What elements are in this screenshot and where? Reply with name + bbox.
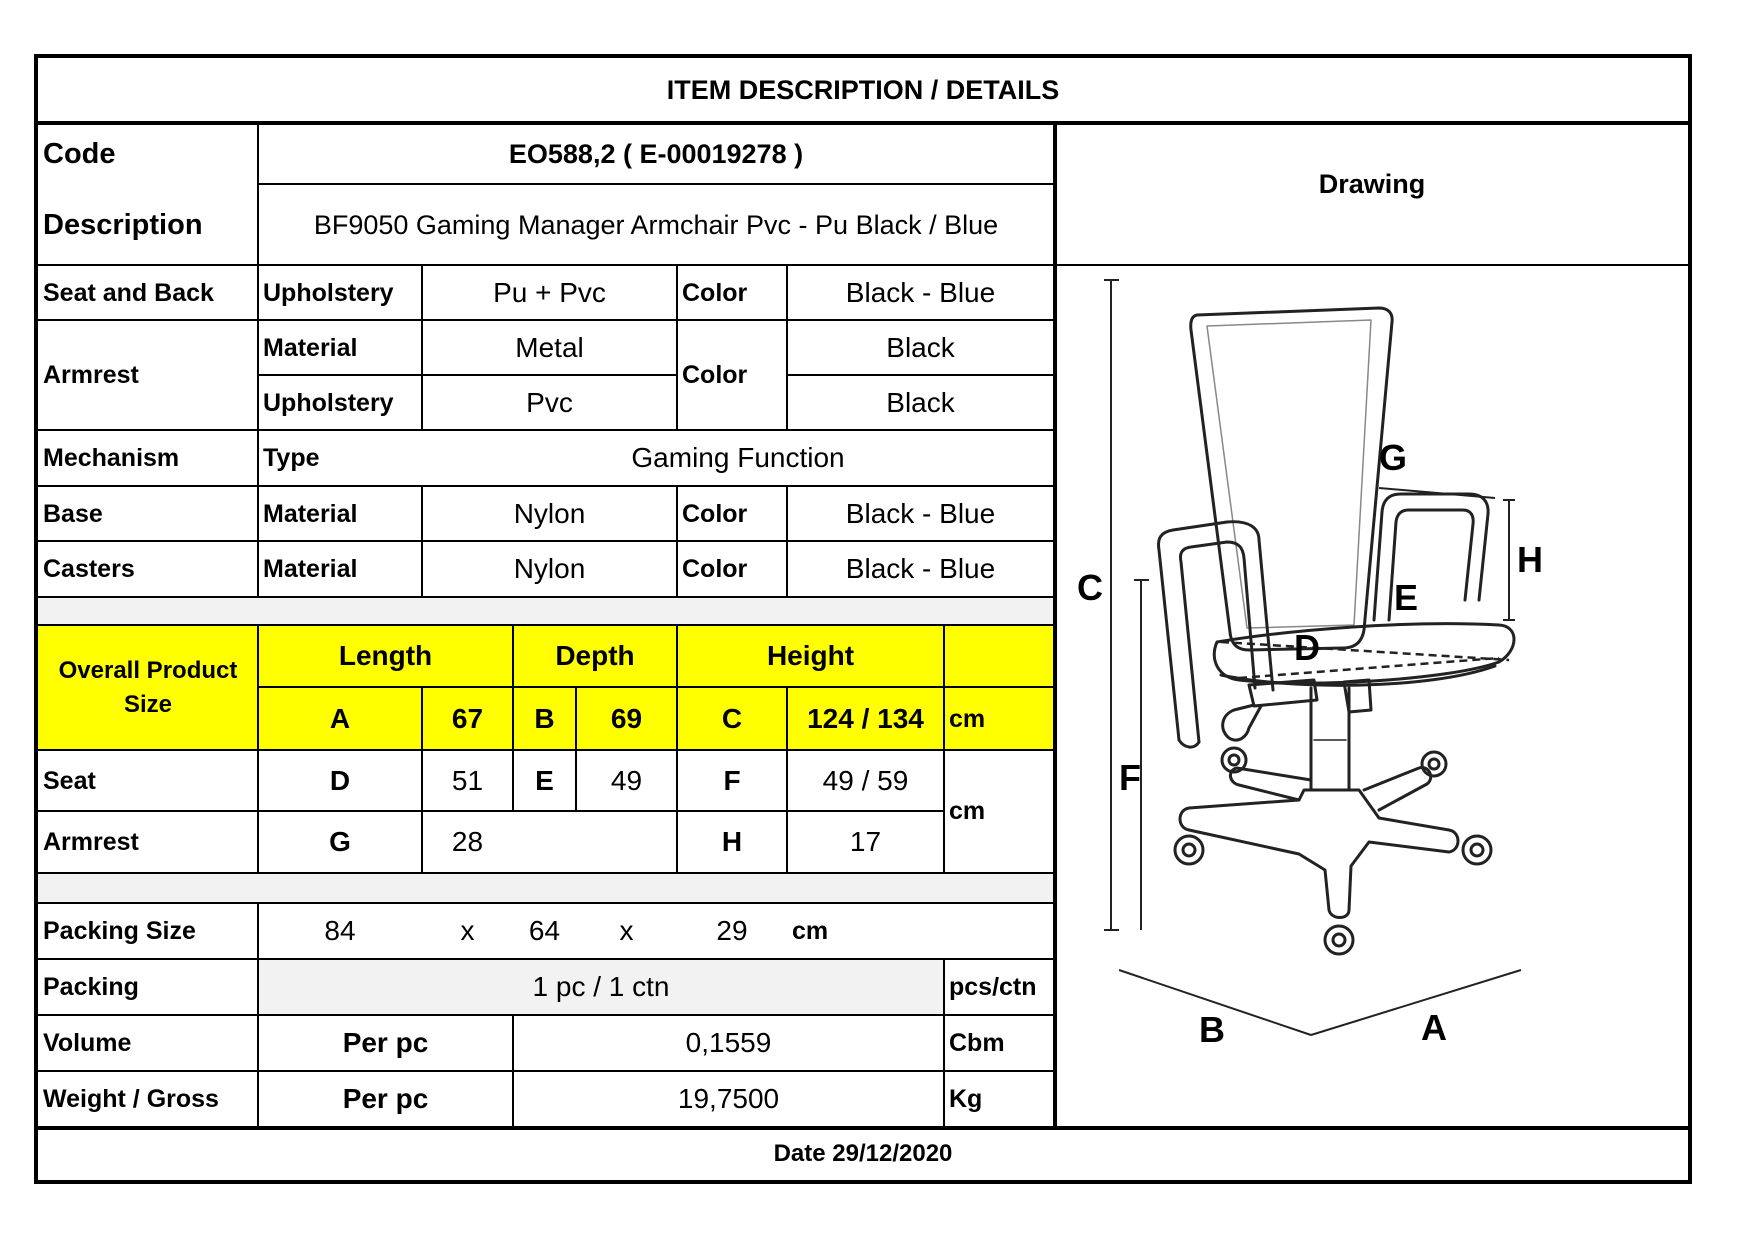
armrest-upholstery-label: Upholstery	[263, 388, 394, 417]
dim-d-letter: D	[329, 765, 351, 796]
letter-e: E	[1394, 577, 1418, 618]
dim-f-value: 49 / 59	[822, 765, 909, 796]
volume-unit: Cbm	[949, 1028, 1005, 1057]
armrest-upholstery-color: Black	[886, 387, 955, 418]
seat-back-color-label: Color	[682, 278, 748, 307]
letter-h: H	[1517, 539, 1543, 580]
sheet-title: ITEM DESCRIPTION / DETAILS	[666, 75, 1060, 105]
spacer-row	[38, 598, 1054, 624]
volume-per: Per pc	[342, 1027, 429, 1058]
dim-g-letter: G	[329, 826, 351, 857]
date: Date 29/12/2020	[773, 1140, 953, 1167]
casters-color: Black - Blue	[845, 553, 996, 584]
dim-e-value: 49	[610, 765, 643, 796]
packing-value: 1 pc / 1 ctn	[532, 971, 670, 1002]
casters-color-label: Color	[682, 554, 748, 583]
base-material-label: Material	[263, 499, 358, 528]
armrest-upholstery: Pvc	[526, 387, 573, 418]
letter-b: B	[1199, 1009, 1225, 1050]
dim-c-letter: C	[721, 703, 743, 734]
mechanism-label: Mechanism	[43, 443, 180, 472]
overall-size-background	[38, 626, 1054, 750]
seat-back-label: Seat and Back	[43, 278, 214, 307]
overall-size-label: Overall Product Size	[58, 657, 238, 718]
dim-d-value: 51	[451, 765, 484, 796]
drawing-label: Drawing	[1318, 168, 1426, 199]
weight-per: Per pc	[342, 1083, 429, 1114]
depth-header: Depth	[555, 640, 635, 671]
base-color: Black - Blue	[845, 498, 996, 529]
seat-back-upholstery: Pu + Pvc	[493, 277, 606, 308]
armrest-label: Armrest	[43, 360, 139, 389]
letter-d: D	[1294, 627, 1320, 668]
mechanism-type: Gaming Function	[631, 442, 845, 473]
armrest-material-color: Black	[886, 332, 955, 363]
packing-height: 29	[716, 915, 748, 946]
base-label: Base	[43, 499, 103, 528]
packing-x1: x	[460, 915, 475, 946]
chair-drawing: C F G H E D B A	[1077, 279, 1543, 1050]
base-color-label: Color	[682, 499, 748, 528]
casters-label: Casters	[43, 554, 135, 583]
seat-back-color: Black - Blue	[845, 277, 996, 308]
armrest-material-label: Material	[263, 333, 358, 362]
dim-c-value: 124 / 134	[807, 703, 924, 734]
packing-unit: pcs/ctn	[949, 972, 1037, 1001]
base-material: Nylon	[513, 498, 586, 529]
armrest-color-label: Color	[682, 360, 748, 389]
dim-e-letter: E	[535, 765, 554, 796]
dims-unit: cm	[949, 797, 986, 825]
packing-size-label: Packing Size	[43, 916, 196, 945]
armrest-material: Metal	[515, 332, 584, 363]
dim-b-value: 69	[610, 703, 643, 734]
weight-unit: Kg	[949, 1084, 983, 1113]
letter-c: C	[1077, 567, 1103, 608]
description-label: Description	[43, 208, 203, 241]
dim-b-letter: B	[534, 703, 555, 734]
dim-h-letter: H	[721, 826, 743, 857]
code-value: EO588,2 ( E-00019278 )	[508, 138, 804, 169]
packing-length: 84	[324, 915, 356, 946]
dim-h-value: 17	[849, 826, 882, 857]
overall-unit: cm	[949, 704, 986, 733]
packing-width: 64	[528, 915, 561, 946]
weight-label: Weight / Gross	[43, 1084, 219, 1113]
dim-a-letter: A	[329, 703, 351, 734]
letter-a: A	[1421, 1007, 1447, 1048]
height-header: Height	[766, 640, 855, 671]
spacer-row-2	[38, 874, 1054, 902]
volume-value: 0,1559	[685, 1027, 772, 1058]
spec-sheet	[34, 54, 1692, 1184]
seat-back-upholstery-label: Upholstery	[263, 278, 394, 307]
description-value: BF9050 Gaming Manager Armchair Pvc - Pu …	[313, 209, 999, 240]
seat-dims-label: Seat	[43, 766, 96, 795]
casters-material-label: Material	[263, 554, 358, 583]
packing-label: Packing	[43, 972, 139, 1001]
letter-f: F	[1119, 757, 1141, 798]
letter-g: G	[1379, 437, 1407, 478]
packing-x2: x	[619, 915, 634, 946]
packing-value-bg	[258, 960, 944, 1014]
length-header: Length	[338, 640, 433, 671]
dim-f-letter: F	[723, 765, 741, 796]
code-label: Code	[43, 137, 116, 170]
dim-g-value: 28	[451, 826, 484, 857]
packing-size-unit: cm	[792, 916, 829, 945]
weight-value: 19,7500	[677, 1083, 780, 1114]
armrest-dims-label: Armrest	[43, 827, 139, 856]
dim-a-value: 67	[451, 703, 484, 734]
volume-label: Volume	[43, 1028, 132, 1057]
mechanism-type-label: Type	[263, 443, 320, 472]
casters-material: Nylon	[513, 553, 586, 584]
